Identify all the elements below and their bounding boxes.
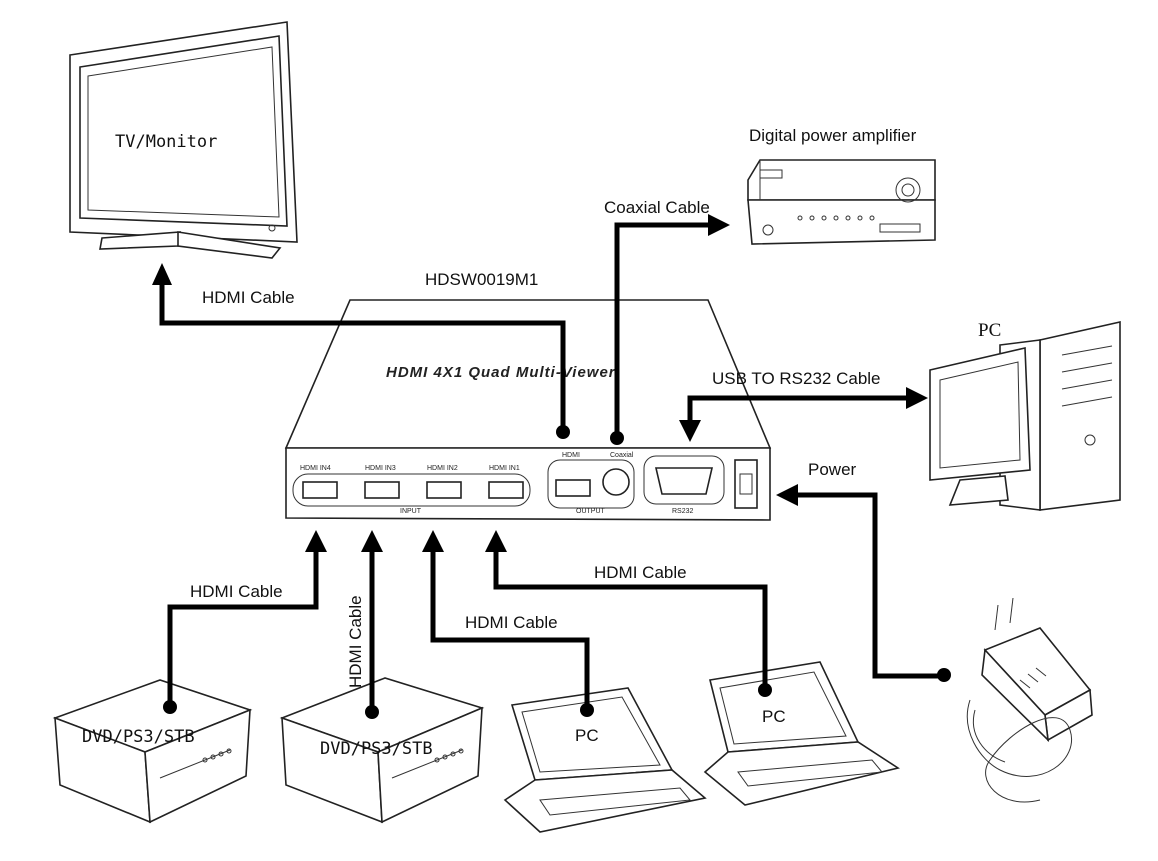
hdmi-cable-laptop2-label: HDMI Cable: [594, 563, 687, 582]
hdmi-in4-port: HDMI IN4: [300, 465, 338, 499]
switcher-title: HDMI 4X1 Quad Multi-Viewer: [386, 364, 616, 381]
hdmi-in2-port: HDMI IN2: [426, 465, 462, 499]
usb-rs232-cable-label: USB TO RS232 Cable: [712, 369, 881, 388]
input-label: INPUT: [400, 508, 422, 515]
input-port-group: [292, 473, 531, 507]
desktop-pc-label: PC: [978, 320, 1001, 341]
switcher-unit: HDSW0019M1 HDMI 4X1 Quad Multi-Viewer HD…: [284, 270, 772, 521]
hdmi-in2-label: HDMI IN2: [427, 465, 458, 472]
switcher-model-label: HDSW0019M1: [425, 270, 538, 289]
dvd-player-2: DVD/PS3/STB: [279, 677, 485, 824]
laptop-2: PC: [703, 661, 900, 806]
hdmi-in1-port: HDMI IN1: [488, 465, 524, 499]
laptop-1: PC: [503, 687, 707, 833]
amplifier-label: Digital power amplifier: [749, 126, 917, 145]
output-label: OUTPUT: [576, 508, 606, 515]
cables: [152, 214, 951, 719]
hdmi-in4-label: HDMI IN4: [300, 465, 331, 472]
hdmi-cable-laptop1-label: HDMI Cable: [465, 613, 558, 632]
hdmi-cable-tv-label: HDMI Cable: [202, 288, 295, 307]
dvd-2-label: DVD/PS3/STB: [320, 739, 433, 759]
hdmi-cable-dvd1-label: HDMI Cable: [190, 582, 283, 601]
coaxial-output-port: [602, 468, 630, 496]
power-adapter: [966, 597, 1093, 803]
power-switch: [734, 459, 758, 509]
rs232-port-group: [643, 455, 725, 505]
tv-monitor: TV/Monitor: [69, 21, 298, 259]
hdmi-in3-port: HDMI IN3: [364, 465, 400, 499]
tv-monitor-label: TV/Monitor: [115, 132, 217, 152]
coaxial-cable-label: Coaxial Cable: [604, 198, 710, 217]
desktop-pc: PC: [929, 320, 1121, 511]
hdmi-cable-dvd2-label: HDMI Cable: [346, 595, 365, 688]
rs232-label: RS232: [672, 508, 694, 515]
hdmi-in3-label: HDMI IN3: [365, 465, 396, 472]
output-port-group: [547, 459, 635, 509]
laptop-2-label: PC: [762, 707, 786, 726]
digital-power-amplifier: Digital power amplifier: [747, 126, 936, 245]
hdmi-output-label: HDMI: [562, 452, 580, 459]
dvd-player-1: DVD/PS3/STB: [52, 679, 253, 824]
hdmi-output-port: [555, 479, 591, 497]
coaxial-port-label: Coaxial: [610, 452, 634, 459]
hdmi-in1-label: HDMI IN1: [489, 465, 520, 472]
laptop-1-label: PC: [575, 726, 599, 745]
rs232-port: [654, 467, 714, 495]
dvd-1-label: DVD/PS3/STB: [82, 727, 195, 747]
power-label: Power: [808, 460, 857, 479]
